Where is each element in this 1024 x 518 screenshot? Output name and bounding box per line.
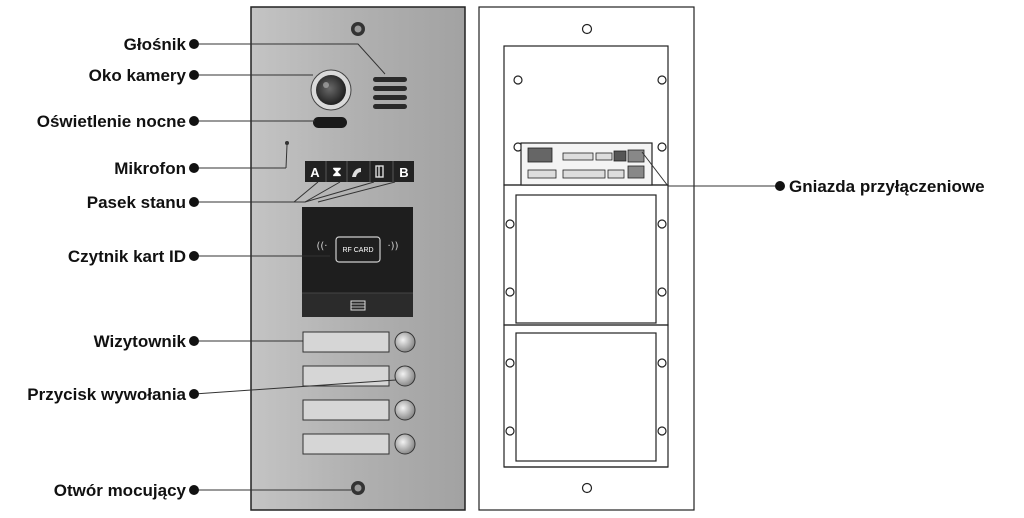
leader-lines	[193, 43, 780, 491]
status-left-letter: A	[310, 165, 320, 180]
label-status-bar: Pasek stanu	[87, 193, 186, 212]
label-microphone: Mikrofon	[114, 159, 186, 178]
status-right-letter: B	[399, 165, 408, 180]
name-plate-row-1	[302, 331, 416, 353]
camera-lens	[310, 69, 352, 111]
call-button[interactable]	[394, 331, 416, 353]
label-mount-hole: Otwór mocujący	[54, 481, 187, 500]
label-camera: Oko kamery	[89, 66, 187, 85]
callout-dots	[189, 39, 785, 495]
handset-icon	[352, 168, 361, 177]
night-light	[313, 117, 347, 128]
card-reader: RF CARD ((· ·))	[302, 207, 413, 317]
mounting-box	[478, 6, 695, 511]
speaker-grill	[373, 77, 407, 109]
connector-board	[520, 142, 653, 186]
label-call-button: Przycisk wywołania	[27, 385, 186, 404]
call-button[interactable]	[394, 433, 416, 455]
call-button[interactable]	[394, 399, 416, 421]
rf-card-label: RF CARD	[342, 247, 373, 254]
rf-wave-left-icon: ((·	[317, 241, 328, 252]
name-plate	[302, 433, 390, 455]
name-plate	[302, 399, 390, 421]
microphone-hole	[285, 141, 289, 145]
name-plate-row-3	[302, 399, 416, 421]
status-bar: A ⧗ B	[305, 161, 414, 182]
name-plate-row-4	[302, 433, 416, 455]
label-name-plate: Wizytownik	[94, 332, 187, 351]
label-connectors: Gniazda przyłączeniowe	[789, 177, 985, 196]
call-button[interactable]	[394, 365, 416, 387]
rf-wave-right-icon: ·))	[388, 241, 399, 252]
callout-labels: Głośnik Oko kamery Oświetlenie nocne Mik…	[27, 35, 984, 500]
label-speaker: Głośnik	[124, 35, 187, 54]
name-plate	[302, 365, 390, 387]
name-plate-row-2	[302, 365, 416, 387]
name-plate	[302, 331, 390, 353]
keyboard-icon	[350, 300, 366, 311]
door-icon	[375, 165, 384, 178]
label-card-reader: Czytnik kart ID	[68, 247, 186, 266]
hourglass-icon: ⧗	[332, 164, 341, 179]
label-night-light: Oświetlenie nocne	[37, 112, 186, 131]
front-panel: A ⧗ B RF CARD ((· ·))	[250, 6, 466, 511]
